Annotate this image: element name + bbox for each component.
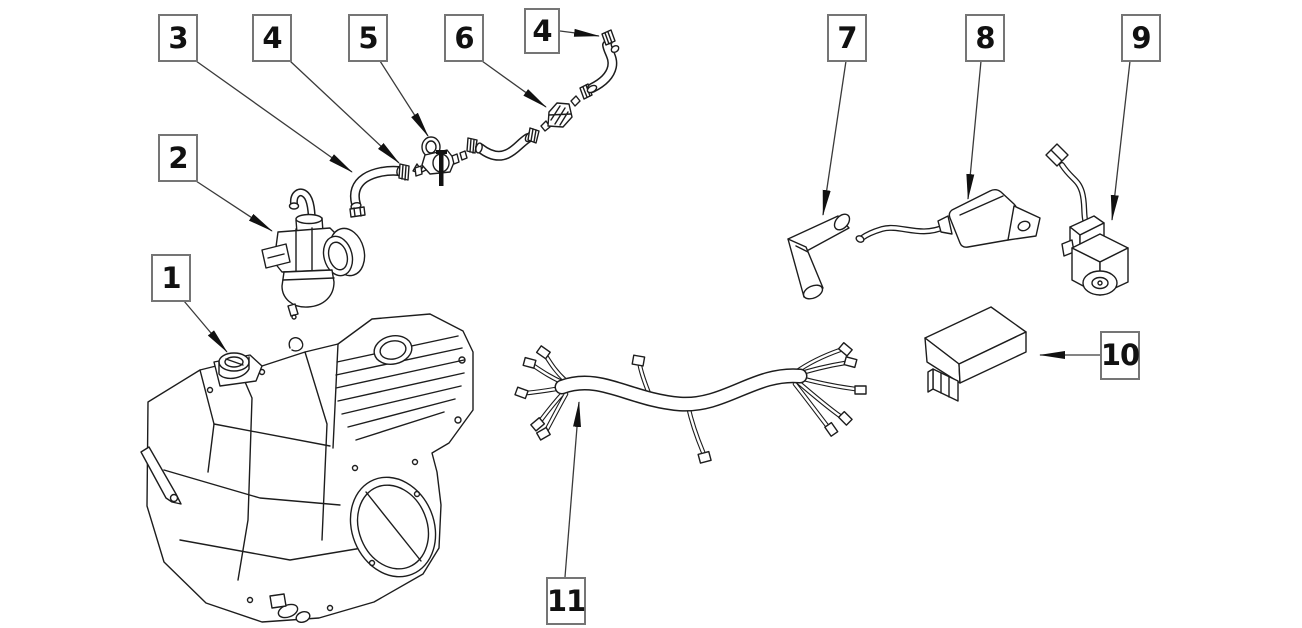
leader-line-hose-clamp (559, 28, 600, 37)
spark-plug-cap-drawing (787, 213, 851, 300)
callout-2-carburetor[interactable]: 2 (158, 134, 198, 182)
fuel-filter-drawing (547, 102, 573, 128)
callout-4-hose-clamp[interactable]: 4 (524, 8, 560, 54)
starter-relay-drawing (1045, 143, 1129, 296)
callout-11-wiring-harness[interactable]: 11 (546, 577, 586, 625)
breather-hose-drawing (586, 29, 620, 94)
cdi-unit-drawing (924, 306, 1027, 402)
leader-line-ignition-coil (966, 60, 982, 200)
harness-connectors (514, 342, 867, 464)
callout-7-spark-plug-cap[interactable]: 7 (827, 14, 867, 62)
leader-lines (183, 28, 1131, 578)
leader-line-wiring-harness (564, 401, 581, 578)
fuel-line-assembly-drawing (349, 29, 620, 218)
fuel-valve-drawing (414, 136, 468, 186)
leader-line-fuel-valve (379, 60, 429, 137)
callout-10-cdi-unit[interactable]: 10 (1100, 331, 1140, 380)
oil-filler-cap-drawing (213, 352, 263, 387)
leader-line-fuel-filter (481, 60, 547, 108)
hose-clamp-drawing (398, 163, 410, 181)
callout-3-fuel-hose[interactable]: 3 (158, 14, 198, 62)
engine-assembly-drawing (140, 313, 474, 623)
leader-line-carburetor (195, 180, 273, 232)
callout-6-fuel-filter[interactable]: 6 (444, 14, 484, 62)
carburetor-drawing (261, 188, 366, 320)
callout-9-starter-relay[interactable]: 9 (1121, 14, 1161, 62)
callout-4-hose-clamp[interactable]: 4 (252, 14, 292, 62)
leader-line-spark-plug-cap (822, 60, 847, 216)
ignition-coil-drawing (855, 189, 1041, 248)
leader-line-hose-clamp (289, 60, 400, 164)
leader-line-starter-relay (1110, 60, 1131, 221)
harness-branch-wires (524, 347, 858, 455)
callout-8-ignition-coil[interactable]: 8 (965, 14, 1005, 62)
leader-line-fuel-hose (195, 60, 353, 173)
callout-5-fuel-valve[interactable]: 5 (348, 14, 388, 62)
leader-line-engine-assembly (183, 300, 228, 353)
fuel-hose-drawing (349, 165, 404, 218)
callout-1-engine-assembly[interactable]: 1 (151, 254, 191, 302)
wiring-harness-drawing (514, 342, 867, 464)
